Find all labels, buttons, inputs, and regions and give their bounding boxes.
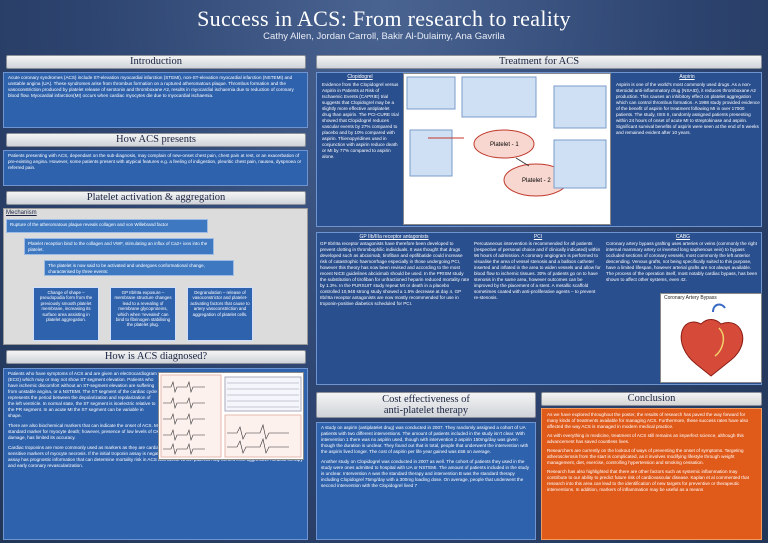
mechanism-step-1: Rupture of the atheromatous plaque revea… [6,219,208,233]
cost-heading-line2: anti-platelet therapy [383,405,469,416]
heart-icon [680,303,744,377]
introduction-body: Acute coronary syndromes (ACS) include S… [3,72,308,128]
conclusion-heading: Conclusion [541,392,762,406]
clopidogrel-body: Evidence from the Clopidogrel versus Asp… [322,82,399,159]
gp-title: GP IIb/IIIa receptor antagonists [359,234,429,240]
platelet-2-label: Platelet - 2 [522,178,551,184]
platelet-diagram-icon: Platelet - 1 Platelet - 2 [404,74,610,224]
event-degranulation: Degranulation – release of vasoconstrict… [187,287,253,341]
cabg-figure: Coronary Artery Bypass [660,293,762,383]
mechanism-label: Mechanism [6,210,37,216]
diagnosed-body-1: Patients who have symptoms of ACS and ar… [8,371,157,418]
event-gp-exposure: GP IIb/IIIa exposure – membrane structur… [110,287,176,341]
poster-title: Success in ACS: From research to reality [197,6,571,31]
mechanism-step-3: The platelet is now said to be activated… [44,260,234,276]
cost-body-1: A study on aspirin (antiplatelet drug) w… [321,425,529,454]
cabg-body: Coronary artery bypass grafting uses art… [606,241,758,282]
cost-heading: Cost effectiveness of anti-platelet ther… [316,392,536,418]
cabg-figure-label: Coronary Artery Bypass [664,295,717,301]
gp-body: GP IIb/IIIa receptor antagonists have th… [320,241,470,306]
conclusion-p2: As with everything in medicine, treatmen… [547,433,744,444]
conclusion-p1: As we have explored throughout the poste… [547,412,749,429]
cost-body-2: Another study on Clopidogrel was conduct… [321,459,530,488]
conclusion-p4: Research has also highlighted that there… [547,469,749,492]
cost-heading-line1: Cost effectiveness of [382,394,470,405]
diagnosed-body-2: There are also biochemical markers that … [8,423,290,440]
ecg-figure [158,372,304,460]
presents-heading: How ACS presents [6,133,306,147]
mechanism-step-2: Platelet reception bind to the collagen … [24,238,214,255]
platelet-heading: Platelet activation & aggregation [6,191,306,205]
presents-body: Patients presenting with ACS, dependant … [3,150,308,186]
diagnosed-heading: How is ACS diagnosed? [6,350,306,364]
diagnosed-body-3: Cardiac troponins are more commonly used… [8,445,303,468]
pci-title: PCI [533,234,543,240]
cabg-title: CABG [675,234,691,240]
ecg-traces-icon [160,374,302,458]
aspirin-title: Aspirin [679,74,695,80]
conclusion-p3: Researchers are currently on the lookout… [547,448,744,465]
introduction-heading: Introduction [6,55,306,69]
platelet-1-label: Platelet - 1 [490,142,519,148]
conclusion-panel: As we have explored throughout the poste… [541,408,762,540]
clopidogrel-title: Clopidogrel [347,74,373,80]
platelet-mechanism-figure: Platelet - 1 Platelet - 2 [403,73,611,225]
cost-panel: A study on aspirin (antiplatelet drug) w… [316,422,536,540]
treatment-heading: Treatment for ACS [316,55,762,69]
poster-authors: Cathy Allen, Jordan Carroll, Bakir Al-Du… [263,31,505,42]
aspirin-body: Aspirin is one of the world's most commo… [616,82,760,135]
pci-body: Percutaneous intervention is recommended… [474,241,601,300]
event-shape-change: Change of shape – pseudopodia form from … [33,287,99,341]
